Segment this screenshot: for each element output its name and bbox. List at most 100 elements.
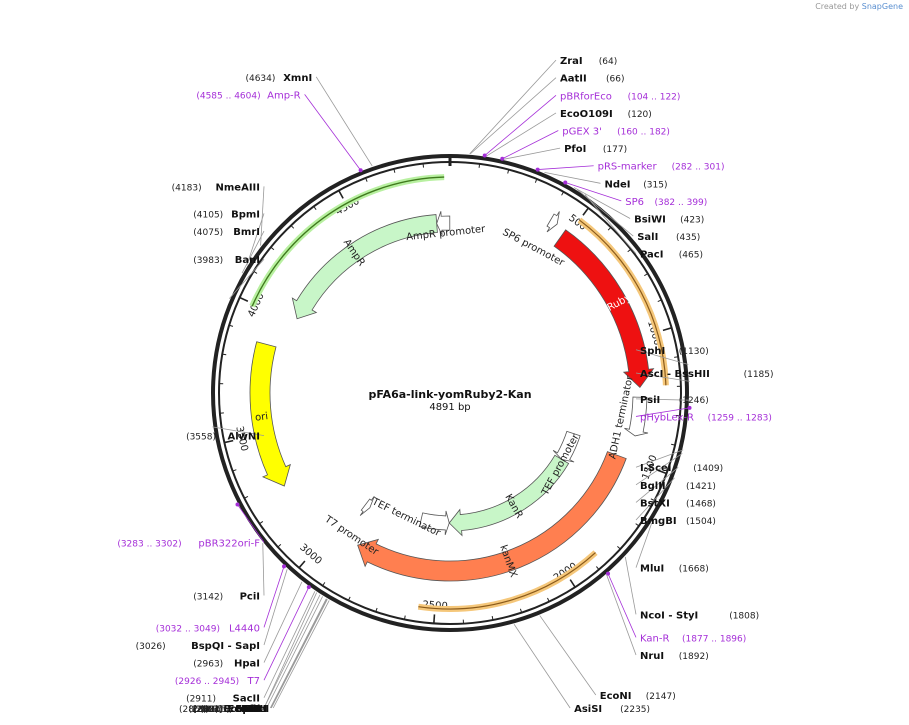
primer-site-amp-r — [358, 168, 363, 173]
enzyme-sfii[interactable]: SfiI(2904) — [193, 704, 260, 715]
enzyme-ecorv[interactable]: EcoRV (2881) — [189, 704, 263, 715]
enzyme-spei[interactable]: SpeI(2891) — [193, 704, 260, 715]
primer-l4440[interactable]: L4440(3032 .. 3049) — [156, 623, 260, 634]
primer-site-t7 — [306, 585, 311, 590]
enzyme-position: (2235) — [620, 705, 650, 715]
enzyme-mlui[interactable]: MluI(1668) — [640, 564, 709, 575]
feature-label-ori: ori — [254, 411, 268, 424]
enzyme-position: (435) — [676, 233, 700, 243]
tick-mark — [259, 521, 264, 525]
enzyme-name: AlwNI — [228, 432, 261, 443]
enzyme-ecoo109i[interactable]: EcoO109I(120) — [560, 109, 652, 120]
enzyme-alwni[interactable]: AlwNI(3558) — [186, 432, 260, 443]
primer-line-prs-marker — [537, 165, 594, 170]
enzyme-position: (2881) — [189, 705, 219, 715]
primer-range: (3283 .. 3302) — [117, 539, 181, 549]
enzyme-name: AscI - BssHII — [640, 369, 710, 380]
enzyme-bpmi[interactable]: BpmI (4105) — [193, 209, 260, 220]
enzyme-position: (2867) — [192, 705, 222, 715]
primer-pbr322ori-f[interactable]: pBR322ori-F(3283 .. 3302) — [117, 538, 260, 549]
tick-mark — [232, 469, 237, 472]
enzyme-asci-bsshii[interactable]: AscI - BssHII (1185) — [640, 369, 774, 380]
enzyme-name: SacII — [233, 694, 260, 705]
cut-line-i-scei — [635, 449, 684, 468]
cut-line-bpmi — [246, 213, 265, 266]
tick-mark — [491, 615, 494, 621]
enzyme-pmei[interactable]: PmeI(2856) — [202, 704, 269, 715]
primer-site-pgex-3 — [500, 156, 505, 161]
enzyme-position: (1130) — [679, 347, 709, 357]
enzyme-position: (1409) — [693, 464, 723, 474]
enzyme-paci[interactable]: PacI(465) — [640, 250, 703, 261]
enzyme-name: EcoO109I — [560, 109, 613, 120]
enzyme-ndei[interactable]: NdeI(315) — [604, 179, 667, 190]
site-labels: ZraI(64) AatII(66) pBRforEco(104 .. 122) Ec… — [117, 56, 773, 715]
enzyme-pfoi[interactable]: PfoI(177) — [564, 144, 627, 155]
tick-mark — [519, 608, 523, 613]
tick-mark — [433, 614, 436, 624]
primer-pbrforeco[interactable]: pBRforEco(104 .. 122) — [560, 91, 680, 102]
primer-range: (1259 .. 1283) — [708, 413, 772, 423]
enzyme-name: AatII — [560, 74, 587, 85]
enzyme-position: (1504) — [686, 517, 716, 527]
enzyme-name: PacI — [640, 250, 663, 261]
enzyme-asisi[interactable]: AsiSI(2235) — [574, 704, 650, 715]
enzyme-name: BpmI — [231, 209, 260, 220]
enzyme-position: (1246) — [679, 396, 709, 406]
enzyme-name: PsiI — [640, 395, 660, 406]
tick-mark — [222, 353, 227, 356]
enzyme-hpai[interactable]: HpaI(2963) — [193, 659, 260, 670]
enzyme-econi[interactable]: EcoNI(2147) — [600, 691, 676, 702]
primer-t7[interactable]: T7(2926 .. 2945) — [175, 676, 260, 687]
enzyme-bmgbi[interactable]: BmgBI(1504) — [640, 516, 716, 527]
enzyme-position: (4105) — [193, 210, 223, 220]
enzyme-name: SalI — [637, 232, 658, 243]
tick-mark — [338, 190, 344, 199]
plasmid-name: pFA6a-link-yomRuby2-Kan — [368, 388, 531, 401]
primer-phyblex-r[interactable]: pHybLex-R(1259 .. 1283) — [640, 412, 772, 423]
enzyme-nrui[interactable]: NruI(1892) — [640, 651, 709, 662]
tick-mark — [644, 273, 649, 277]
enzyme-psii[interactable]: PsiI (1246) — [640, 395, 709, 406]
cut-line-ecorv — [266, 596, 323, 709]
cut-line-xmni — [315, 76, 373, 167]
enzyme-bmri[interactable]: BmrI(4075) — [193, 227, 260, 238]
enzyme-bglii[interactable]: BglII(1421) — [640, 481, 716, 492]
enzyme-sphi[interactable]: SphI(1130) — [640, 346, 709, 357]
enzyme-bsiwi[interactable]: BsiWI(423) — [634, 215, 704, 226]
enzyme-nmeaiii[interactable]: NmeAIII(4183) — [172, 182, 260, 193]
enzyme-i-scei[interactable]: I-SceI(1409) — [640, 463, 723, 474]
enzyme-eco53ki[interactable]: Eco53kI(2863) — [179, 704, 267, 715]
tick-mark — [253, 270, 258, 274]
enzyme-ncoi-styi[interactable]: NcoI - StyI(1808) — [640, 610, 759, 621]
primer-prs-marker[interactable]: pRS-marker(282 .. 301) — [598, 162, 725, 173]
enzyme-ecori[interactable]: EcoRI(2867) — [192, 704, 266, 715]
enzyme-aatii[interactable]: AatII(66) — [560, 74, 624, 85]
enzyme-position: (1185) — [744, 370, 774, 380]
enzyme-bspqi-sapi[interactable]: BspQI - SapI(3026) — [136, 641, 260, 652]
primer-pgex-3[interactable]: pGEX 3'(160 .. 182) — [562, 127, 670, 138]
primer-kan-r[interactable]: Kan-R(1877 .. 1896) — [640, 633, 746, 644]
primer-line-pbrforeco — [484, 95, 557, 156]
enzyme-name: BsiWI — [634, 215, 666, 226]
enzyme-pcii[interactable]: PciI(3142) — [193, 591, 260, 602]
enzyme-bstxi[interactable]: BstXI(1468) — [640, 498, 716, 509]
tick-mark — [627, 248, 632, 253]
enzyme-position: (64) — [599, 57, 617, 67]
feature-arrow-t7-promoter — [359, 495, 375, 516]
primer-line-amp-r — [304, 94, 361, 171]
primer-sp6[interactable]: SP6(382 .. 399) — [625, 197, 707, 208]
enzyme-sacii[interactable]: SacII(2911) — [186, 694, 260, 705]
enzyme-name: EcoRV — [228, 704, 263, 715]
primer-amp-r[interactable]: Amp-R(4585 .. 4604) — [196, 90, 300, 101]
enzyme-xmni[interactable]: XmnI(4634) — [245, 73, 312, 84]
enzyme-sali[interactable]: SalI (435) — [637, 232, 700, 243]
enzyme-saci[interactable]: SacI(2865) — [200, 704, 267, 715]
enzyme-zrai[interactable]: ZraI(64) — [560, 56, 617, 67]
primer-line-l4440 — [263, 566, 285, 628]
cut-line-bmri — [241, 230, 265, 274]
enzyme-position: (2891) — [193, 705, 223, 715]
tick-mark — [277, 544, 282, 548]
tick-mark — [561, 191, 564, 196]
enzyme-bani[interactable]: BanI(3983) — [193, 255, 260, 266]
